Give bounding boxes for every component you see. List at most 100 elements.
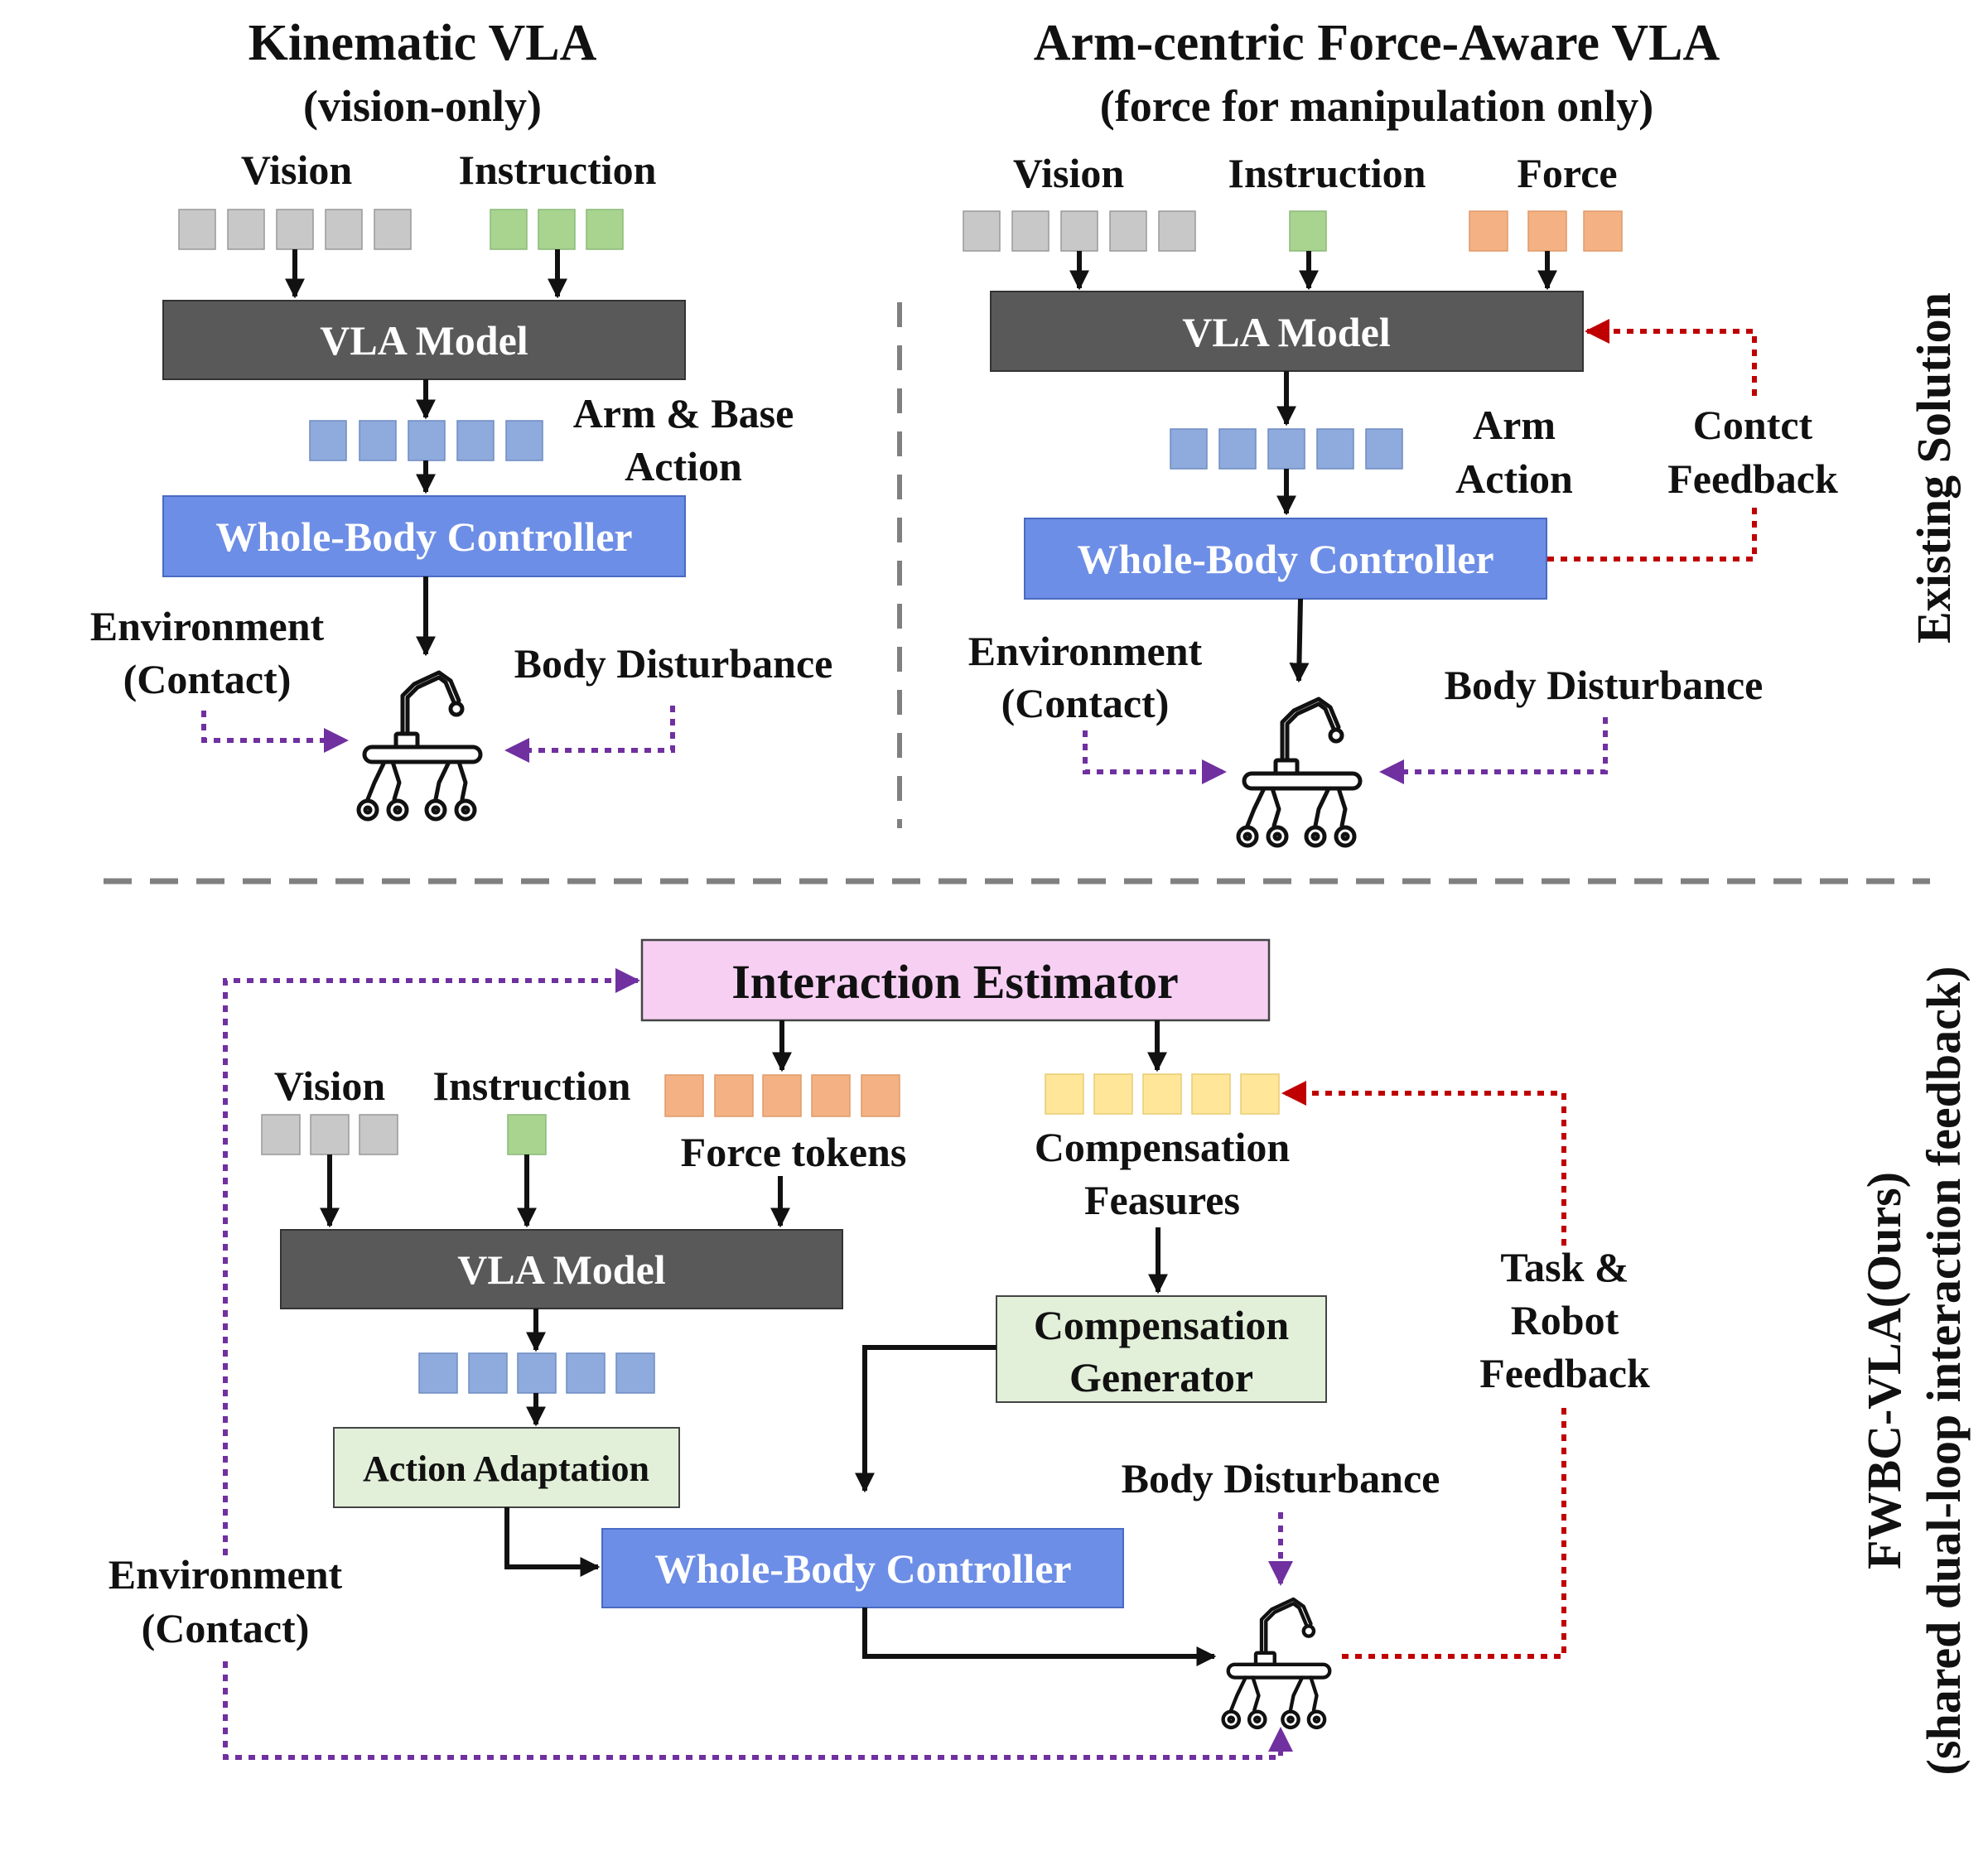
compensation-token [1093,1073,1133,1115]
force-token [1469,210,1508,252]
task-feedback-arrow [1281,1081,1566,1246]
vla-model-label: VLA Model [457,1246,666,1293]
vision-token [310,1114,350,1155]
compensation-features-label: Compensation [1035,1124,1291,1170]
kinematic-subtitle: (vision-only) [303,81,542,131]
instruction-token [586,209,624,250]
vision-token [227,209,265,250]
feedback-label: Contct [1693,402,1813,448]
vision-token [374,209,412,250]
vision-token [963,210,1001,252]
vision-tokens [178,209,412,250]
force-tokens [1469,210,1623,252]
action-adaptation-box [333,1427,680,1508]
instruction-label: Instruction [1228,150,1426,196]
force-tokens-label: Force tokens [681,1129,907,1175]
action-token [517,1352,557,1394]
action-tokens [1170,428,1403,470]
controller-box [1024,518,1547,600]
action-token [505,420,543,461]
vla-model-box [990,291,1584,372]
force-token [1583,210,1623,252]
force-label: Force [1517,150,1617,196]
interaction-estimator-box [640,938,1271,1022]
environment-to-estimator-arrow [223,968,640,1555]
action-token [566,1352,606,1394]
environment-label: Environment [90,603,325,649]
disturbance-arrow [504,706,675,763]
vision-tokens [261,1114,398,1155]
vision-token [261,1114,301,1155]
vision-token [1158,210,1196,252]
vision-token [276,209,314,250]
instruction-label: Instruction [433,1063,631,1109]
action-token [1365,428,1403,470]
ours-label: FWBC-VLA(Ours) [1857,1172,1911,1569]
compensation-features-label: Feasures [1084,1177,1240,1223]
action-token [1218,428,1257,470]
action-token [1267,428,1305,470]
action-label: Arm [1473,402,1556,448]
action-adaptation-label: Action Adaptation [363,1448,649,1489]
force-token [762,1074,802,1117]
environment-label: Environment [109,1551,343,1598]
controller-label: Whole-Body Controller [1077,536,1493,582]
instruction-tokens [490,209,624,250]
kinematic-title: Kinematic VLA [248,15,597,71]
environment-label: Environment [968,628,1203,674]
action-tokens [418,1352,655,1394]
compensation-generator-label: Compensation [1034,1302,1290,1348]
environment-label: (Contact) [123,656,292,702]
action-token [408,420,446,461]
robot-icon [359,672,480,819]
action-token [418,1352,458,1394]
instruction-token [507,1114,547,1155]
disturbance-label: Body Disturbance [514,640,833,687]
action-token [468,1352,508,1394]
compensation-tokens [1045,1073,1280,1115]
task-feedback-label: Robot [1511,1297,1619,1343]
generator-to-controller-arrow [855,1345,996,1493]
action-label: Action [625,443,742,489]
contact-feedback-arrow [1547,507,1757,562]
disturbance-label: Body Disturbance [1445,662,1764,708]
panel-kinematic: Kinematic VLA (vision-only) Vision Instr… [90,15,833,819]
compensation-token [1191,1073,1231,1115]
interaction-estimator-label: Interaction Estimator [731,955,1179,1009]
controller-label: Whole-Body Controller [215,513,632,560]
panel-ours: Interaction Estimator Vision Instruction… [109,938,1650,1760]
action-token [359,420,397,461]
ours-sublabel: (shared dual-loop interaction feedback) [1917,966,1971,1776]
adaptation-to-controller-arrow [504,1507,601,1577]
disturbance-arrow [1379,717,1608,784]
vision-token [325,209,363,250]
task-feedback-label: Feedback [1479,1350,1650,1396]
action-token [309,420,347,461]
environment-label: (Contact) [1001,680,1170,726]
vision-token [1060,210,1098,252]
vla-model-label: VLA Model [1182,309,1391,355]
vision-token [1109,210,1147,252]
force-token [664,1074,704,1117]
action-token [615,1352,655,1394]
vision-tokens [963,210,1196,252]
controller-box [601,1528,1124,1608]
environment-arrow [201,711,349,753]
robot-icon [1238,699,1360,846]
action-label: Arm & Base [573,390,794,436]
force-tokens [664,1074,900,1117]
vision-token [1011,210,1049,252]
action-tokens [309,420,543,461]
environment-arrow [1083,730,1227,784]
armcentric-title: Arm-centric Force-Aware VLA [1034,15,1720,71]
controller-to-robot-arrow [1289,598,1310,683]
force-token [861,1074,900,1117]
vla-model-box [162,300,686,380]
vla-model-box [280,1229,843,1309]
vla-model-label: VLA Model [320,317,528,364]
action-label: Action [1455,455,1573,502]
action-token [456,420,495,461]
robot-icon [1223,1599,1330,1728]
vision-token [178,209,216,250]
